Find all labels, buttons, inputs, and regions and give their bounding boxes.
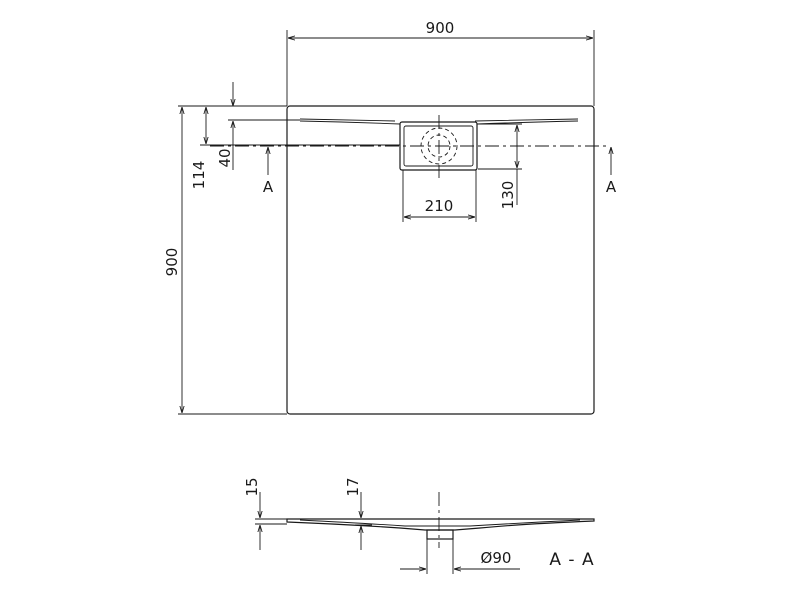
offset-114-label: 114 xyxy=(190,161,208,190)
drain-height-label: 130 xyxy=(499,181,517,210)
section-marker-left: A xyxy=(263,178,274,196)
height-17-label: 17 xyxy=(344,477,362,496)
tray-section-profile xyxy=(286,518,595,531)
height-15-label: 15 xyxy=(243,477,261,496)
section-marker-right: A xyxy=(606,178,617,196)
plan-view: 900 900 114 40 A A xyxy=(163,19,617,415)
drain-diameter-label: Ø90 xyxy=(481,549,512,567)
drain-cover-outer xyxy=(399,121,478,171)
slope-line-top xyxy=(299,118,579,122)
drain-pipe xyxy=(426,529,454,540)
width-dimension-label: 900 xyxy=(426,19,455,37)
tray-section-inner xyxy=(299,519,581,527)
tray-outline xyxy=(286,105,595,415)
offset-40-label: 40 xyxy=(216,148,234,167)
section-view: 15 17 Ø90 A - A xyxy=(243,477,595,574)
height-dimension-label: 900 xyxy=(163,248,181,277)
section-title: A - A xyxy=(549,550,594,570)
drain-width-label: 210 xyxy=(425,197,454,215)
